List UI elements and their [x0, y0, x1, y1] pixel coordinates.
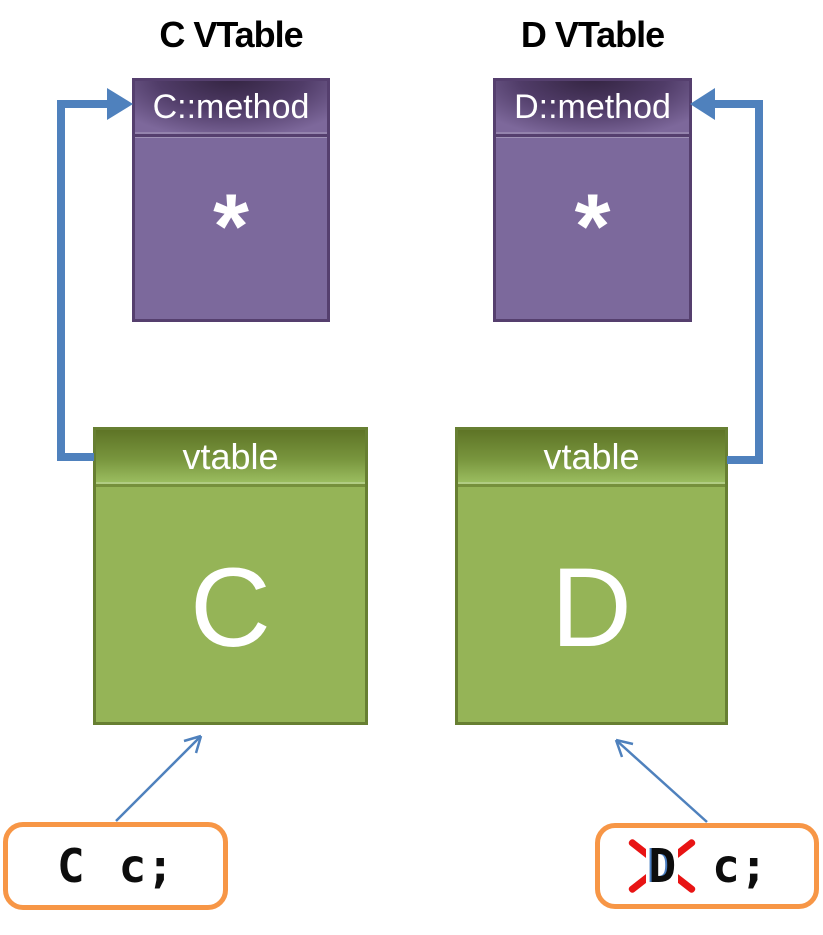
d-vtable-pointer-slot: *	[496, 137, 689, 316]
c-object-label: C	[190, 545, 271, 670]
c-vtable-pointer-slot: *	[135, 137, 327, 316]
c-object-vtable-field: vtable	[96, 430, 365, 487]
c-vtable-box: C::method *	[132, 78, 330, 322]
d-declaration-type-crossed: D	[627, 837, 697, 895]
pointer-asterisk-icon: *	[213, 176, 249, 278]
c-vtable-title: C VTable	[159, 14, 303, 55]
d-vtable-title: D VTable	[520, 14, 665, 55]
d-declaration-type: D	[646, 839, 679, 893]
c-declaration-arrow	[115, 734, 203, 822]
d-declaration-arrow	[614, 738, 708, 823]
c-object-to-c-vtable-arrow	[57, 88, 133, 461]
c-declaration-variable: c;	[118, 839, 175, 893]
d-vtable-method-entry: D::method	[496, 81, 689, 137]
d-declaration-variable: c;	[712, 839, 768, 893]
d-vtable-box: D::method *	[493, 78, 692, 322]
c-vtable-method-entry: C::method	[135, 81, 327, 137]
d-object-vtable-field: vtable	[458, 430, 725, 487]
d-object-box: vtable D	[455, 427, 728, 725]
d-declaration-box: D c;	[595, 823, 819, 909]
c-declaration-type: C	[56, 839, 85, 893]
c-object-body: C	[96, 487, 365, 719]
d-object-label: D	[551, 545, 632, 670]
d-object-body: D	[458, 487, 725, 719]
c-object-box: vtable C	[93, 427, 368, 725]
pointer-asterisk-icon: *	[574, 176, 611, 278]
d-object-to-d-vtable-arrow	[690, 88, 763, 464]
